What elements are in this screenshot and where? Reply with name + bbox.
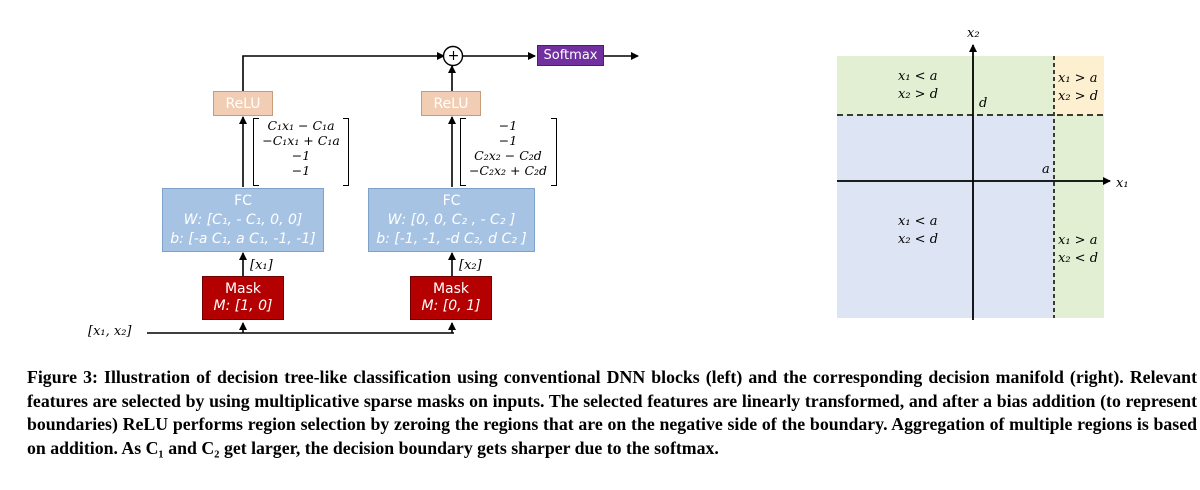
condition-line: x₂ < d	[1058, 251, 1099, 266]
a-label: a	[1042, 162, 1050, 177]
relu2-input-vector: −1 −1 C₂x₂ − C₂d −C₂x₂ + C₂d	[463, 118, 553, 178]
mask2-title: Mask	[432, 281, 470, 297]
mask1-value: M: [1, 0]	[213, 298, 273, 314]
vector1-entry: −C₁x₁ + C₁a	[262, 133, 340, 148]
condition-line: x₂ > d	[898, 87, 939, 102]
diagram-connectors	[147, 45, 639, 334]
fc-block-2: FC W: [0, 0, C₂ , - C₂ ] b: [-1, -1, -d …	[368, 188, 535, 252]
region-top-left-label: x₁ < a x₂ > d	[898, 68, 938, 104]
region-top-right	[1054, 56, 1104, 115]
vector1-entry: −1	[291, 148, 311, 163]
mask-block-1: Mask M: [1, 0]	[202, 276, 284, 320]
input-vector-label: [x₁, x₂]	[88, 324, 132, 339]
relu1-to-plus-arrow	[242, 52, 445, 91]
condition-line: x₁ < a	[898, 69, 938, 84]
mask-block-2: Mask M: [0, 1]	[410, 276, 492, 320]
relu-block-2: ReLU	[421, 91, 481, 116]
vector2-left-bracket	[460, 118, 466, 186]
d-label: d	[979, 96, 988, 111]
condition-line: x₂ > d	[1058, 89, 1099, 104]
x2-axis-label: x₂	[967, 26, 980, 41]
vector1-entry: −1	[291, 163, 311, 178]
mask1-title: Mask	[224, 281, 262, 297]
condition-line: x₁ > a	[1058, 71, 1098, 86]
mask1-output-label: [x₁]	[250, 258, 273, 273]
vector1-entry: C₁x₁ − C₁a	[267, 118, 335, 133]
relu-block-1: ReLU	[213, 91, 273, 116]
vector1-right-bracket	[343, 118, 349, 186]
condition-line: x₁ > a	[1058, 233, 1098, 248]
vector1-left-bracket	[253, 118, 259, 186]
softmax-block: Softmax	[537, 45, 604, 66]
sum-node-circle	[442, 45, 464, 67]
condition-line: x₁ < a	[898, 214, 938, 229]
relu1-input-vector: C₁x₁ − C₁a −C₁x₁ + C₁a −1 −1	[257, 118, 345, 178]
fc1-bias: b: [-a C₁, a C₁, -1, -1]	[170, 230, 316, 247]
mask2-value: M: [0, 1]	[421, 298, 481, 314]
fc-block-1: FC W: [C₁, - C₁, 0, 0] b: [-a C₁, a C₁, …	[162, 188, 324, 252]
region-top-left	[837, 56, 1054, 115]
fc2-weights: W: [0, 0, C₂ , - C₂ ]	[387, 211, 516, 228]
fc1-title: FC	[234, 192, 252, 209]
sum-node-symbol: +	[447, 48, 460, 64]
region-bottom-right-label: x₁ > a x₂ < d	[1058, 232, 1098, 268]
vector2-entry: −1	[498, 118, 518, 133]
region-top-right-label: x₁ > a x₂ > d	[1058, 70, 1098, 106]
vector2-entry: −1	[498, 133, 518, 148]
region-bottom-left	[837, 115, 1054, 318]
vector2-right-bracket	[551, 118, 557, 186]
vector2-entry: −C₂x₂ + C₂d	[468, 163, 548, 178]
fc2-title: FC	[442, 192, 461, 209]
figure-caption: Figure 3: Illustration of decision tree-…	[27, 367, 1197, 458]
fc1-weights: W: [C₁, - C₁, 0, 0]	[183, 211, 303, 228]
condition-line: x₂ < d	[898, 232, 939, 247]
x1-axis-label: x₁	[1116, 176, 1129, 191]
region-bottom-right	[1054, 115, 1104, 318]
region-bottom-left-label: x₁ < a x₂ < d	[898, 213, 938, 249]
mask2-output-label: [x₂]	[459, 258, 482, 273]
vector2-entry: C₂x₂ − C₂d	[474, 148, 542, 163]
manifold-axes	[837, 44, 1111, 320]
fc2-bias: b: [-1, -1, -d C₂, d C₂ ]	[376, 230, 527, 247]
